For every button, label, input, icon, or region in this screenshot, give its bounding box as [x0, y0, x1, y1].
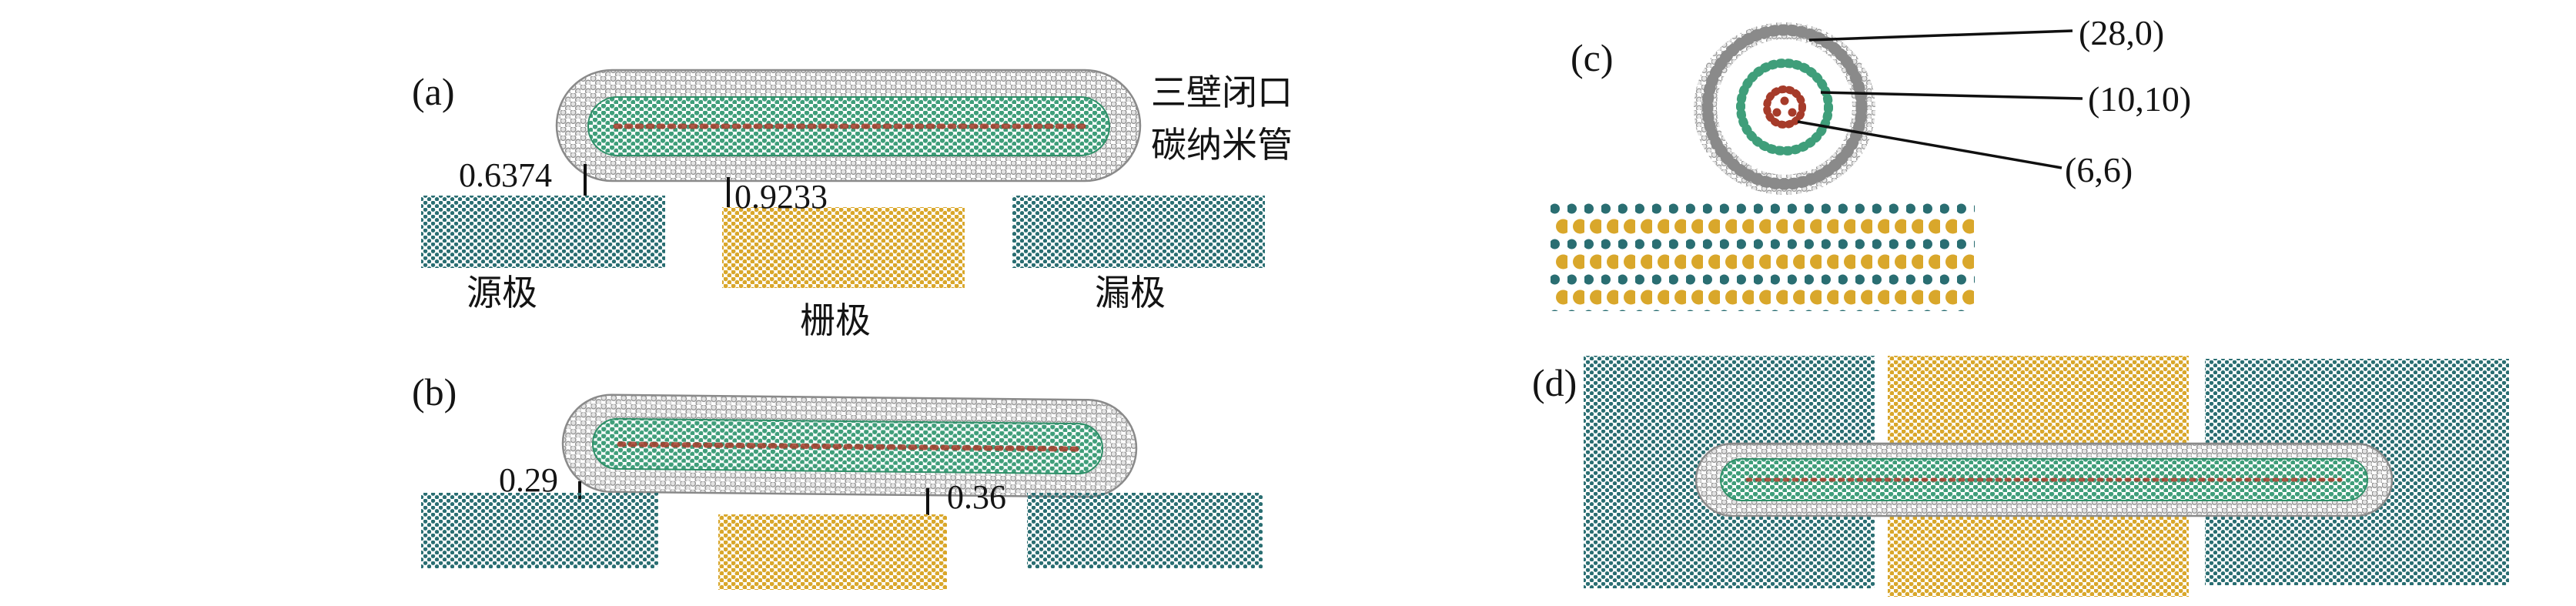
panel-b-graphics	[421, 393, 1263, 590]
panel-c-nanotube-cross-section	[1694, 22, 1875, 195]
tube-caption-line1: 三壁闭口	[1151, 73, 1293, 112]
outer-tube-ring	[1701, 24, 1868, 190]
panel-c-substrate	[1551, 203, 1975, 311]
inner-tube-ring	[1763, 85, 1806, 129]
middle-tube-chirality: (10,10)	[2088, 79, 2192, 119]
middle-tube-ring	[1736, 59, 1833, 156]
inner-tube-chirality: (6,6)	[2065, 150, 2133, 189]
panel-b-drain-electrode	[1027, 493, 1263, 568]
panel-a-gate-electrode	[722, 207, 965, 288]
panel-d-label: (d)	[1532, 361, 1577, 404]
panel-b-gate-gap: 0.36	[947, 478, 1006, 516]
panel-c-label: (c)	[1571, 36, 1614, 79]
panel-b-source-gap: 0.29	[499, 461, 558, 499]
outer-tube-chirality: (28,0)	[2079, 13, 2165, 52]
source-electrode-label: 源极	[467, 273, 537, 313]
panel-a-label: (a)	[412, 70, 455, 113]
panel-a-drain-electrode	[1012, 196, 1265, 268]
panel-b-label: (b)	[412, 370, 457, 413]
panel-c-graphics	[1551, 22, 2083, 311]
panel-b-gate-electrode	[718, 514, 947, 590]
panel-d-nanotube	[1694, 442, 2394, 517]
panel-a-source-gap: 0.6374	[459, 156, 552, 194]
panel-a-gate-gap: 0.9233	[734, 178, 828, 216]
drain-electrode-label: 漏极	[1095, 273, 1166, 313]
panel-b-source-electrode	[421, 493, 658, 568]
tube-caption-line2: 碳纳米管	[1151, 126, 1293, 165]
panel-a-source-electrode	[421, 196, 665, 268]
panel-a-nanotube	[555, 69, 1142, 182]
panel-d-graphics	[1584, 356, 2509, 597]
gate-electrode-label: 栅极	[800, 301, 871, 340]
panel-a-graphics	[421, 69, 1265, 288]
panel-b-nanotube	[561, 393, 1138, 498]
leader-line-6-6	[1797, 120, 2062, 169]
leader-line-10-10	[1820, 91, 2083, 100]
leader-line-28-0	[1808, 29, 2073, 42]
